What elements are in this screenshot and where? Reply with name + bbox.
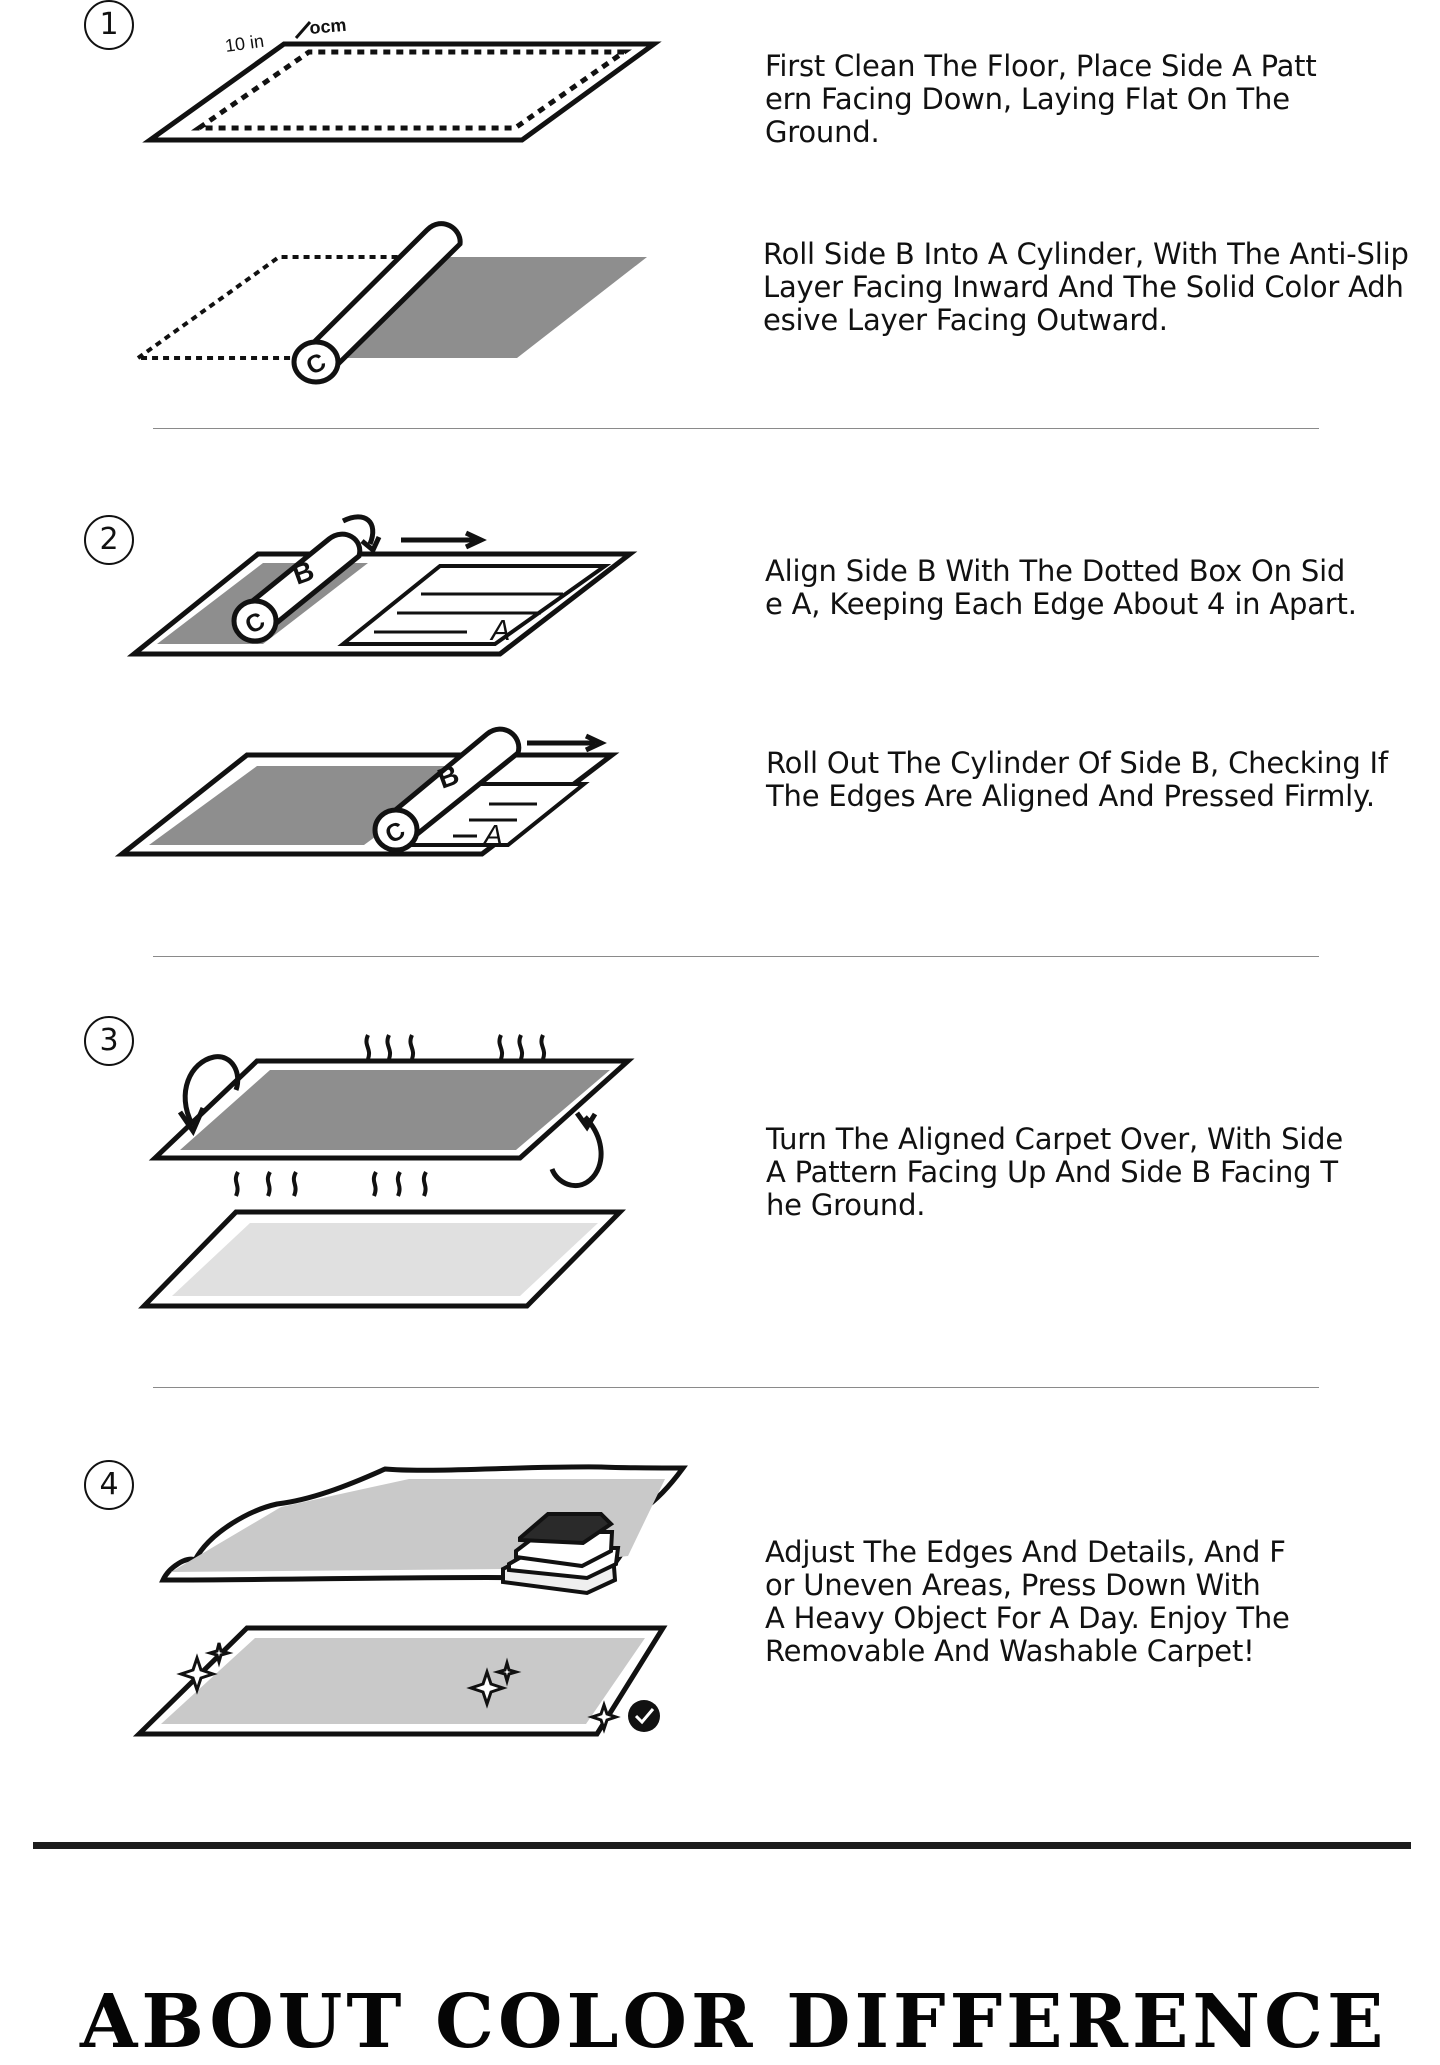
rotation-arrowhead-icon: [574, 1111, 598, 1132]
rolled-cylinder-icon: C B: [372, 726, 522, 853]
step-3-instruction: Turn The Aligned Carpet Over, With Side …: [766, 1122, 1344, 1222]
step-1-rolling-illustration: C: [131, 221, 647, 385]
guide-lines: [374, 592, 563, 634]
roll-arrowhead-icon: [360, 535, 382, 554]
step-1-number: 1: [84, 0, 134, 50]
airflow-marks-icon: [233, 1171, 428, 1197]
sparkle-icon: [587, 1700, 621, 1734]
airflow-marks-icon: [364, 1034, 546, 1060]
rotation-arrowhead-icon: [177, 1107, 206, 1137]
dotted-placement-box: [190, 49, 632, 131]
step-4-instruction: Adjust The Edges And Details, And F or U…: [765, 1535, 1290, 1668]
side-b-floor-layer: [138, 1209, 626, 1309]
section-heading-color-difference: ABOUT COLOR DIFFERENCE: [80, 1978, 1388, 2065]
step-4-finished-carpet-illustration: [132, 1464, 688, 1737]
measurement-centimeters-label: ocm: [309, 15, 348, 38]
side-a-inner-box: [337, 564, 612, 646]
roll-direction-arrowhead-icon: [584, 733, 607, 753]
roll-direction-arrowhead-icon: [464, 530, 487, 550]
step-2-instruction-a: Align Side B With The Dotted Box On Sid …: [765, 554, 1357, 621]
roll-rotation-arrow-icon: [341, 514, 376, 545]
step-4-number: 4: [84, 1460, 134, 1510]
step-2-rolling-out-illustration: A C B: [114, 726, 620, 857]
side-a-label: A: [482, 819, 503, 850]
step-divider-1: [153, 428, 1319, 429]
rotation-arrow-icon: [182, 1054, 241, 1126]
sparkle-icon: [466, 1657, 522, 1709]
step-3-number: 3: [84, 1016, 134, 1066]
step-3-turn-over-illustration: [138, 1034, 635, 1309]
sparkle-icon: [176, 1642, 234, 1695]
step-2-alignment-illustration: A C B: [126, 514, 638, 657]
step-1-instruction-a: First Clean The Floor, Place Side A Patt…: [765, 49, 1317, 149]
measurement-inches-label: 10 in: [224, 31, 265, 56]
top-carpet-with-weight: [159, 1464, 688, 1596]
turned-carpet-top: [148, 1058, 635, 1161]
section-separator: [33, 1842, 1411, 1849]
step-1-instruction-b: Roll Side B Into A Cylinder, With The An…: [763, 237, 1409, 337]
side-a-label: A: [489, 615, 510, 647]
bottom-finished-carpet: [132, 1625, 668, 1737]
step-divider-3: [153, 1387, 1319, 1388]
rotation-arrow-icon: [549, 1115, 604, 1188]
rolled-cylinder-icon: C: [291, 221, 463, 385]
unrolled-dotted-area: [131, 255, 452, 360]
guide-lines: [453, 802, 537, 838]
installation-guide-page: 1 10 in ocm First Clean The Floor, Place…: [33, 0, 1411, 2059]
measurement-tick-icon: [294, 21, 312, 39]
check-circle-icon: [628, 1700, 660, 1732]
step-1-floor-mat-illustration: 10 in ocm: [142, 15, 662, 143]
rolled-cylinder-icon: C B: [231, 531, 363, 644]
step-2-number: 2: [84, 515, 134, 565]
step-divider-2: [153, 956, 1319, 957]
book-stack-icon: [501, 1512, 621, 1596]
step-2-instruction-b: Roll Out The Cylinder Of Side B, Checkin…: [766, 746, 1388, 813]
